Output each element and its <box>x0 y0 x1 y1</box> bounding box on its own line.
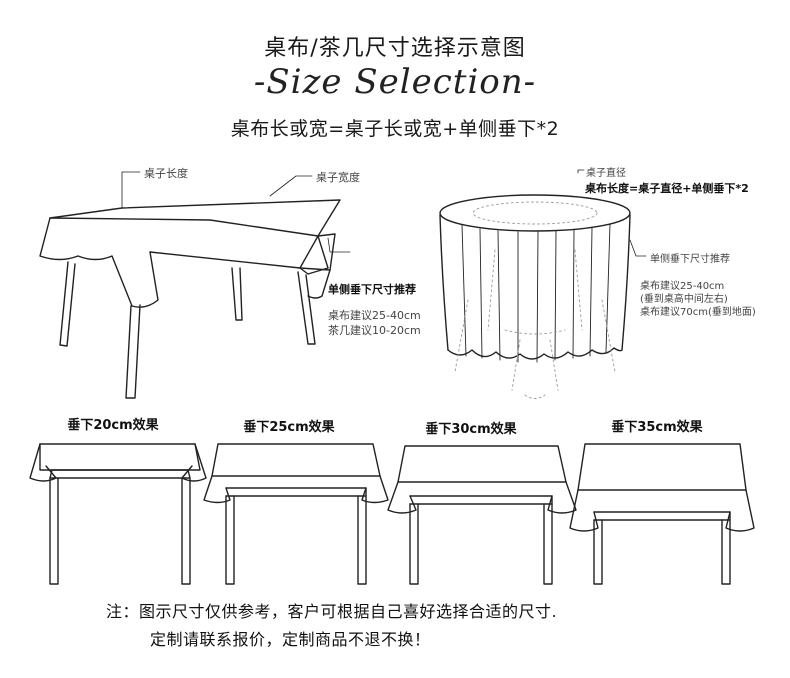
effect-caption-35cm: 垂下35cm效果 <box>611 420 703 435</box>
effect-caption-20cm: 垂下20cm效果 <box>67 418 159 433</box>
round-drop-line3: 桌布建议70cm(垂到地面) <box>640 307 756 318</box>
table-diameter-label: 桌子直径 <box>586 168 626 179</box>
rect-drop-heading: 单侧垂下尺寸推荐 <box>328 283 416 296</box>
effect-table-20cm <box>29 443 207 585</box>
round-drop-heading: 单侧垂下尺寸推荐 <box>650 254 730 265</box>
rect-table-drawing <box>39 199 341 399</box>
round-formula: 桌布长度=桌子直径+单侧垂下*2 <box>585 182 749 195</box>
rect-drop-coffee-table: 茶几建议10-20cm <box>328 324 421 337</box>
effect-table-35cm <box>569 443 755 585</box>
effect-caption-25cm: 垂下25cm效果 <box>243 420 335 435</box>
rect-drop-tablecloth: 桌布建议25-40cm <box>328 309 421 322</box>
round-drop-line1: 桌布建议25-40cm <box>640 281 725 292</box>
table-width-label: 桌子宽度 <box>316 171 360 184</box>
effect-caption-30cm: 垂下30cm效果 <box>425 422 517 437</box>
round-drop-line2: (垂到桌高中间左右) <box>640 294 728 305</box>
table-length-label: 桌子长度 <box>144 167 188 180</box>
size-formula: 桌布长或宽=桌子长或宽+单侧垂下*2 <box>230 118 560 140</box>
footer-note-line2: 定制请联系报价，定制商品不退不换！ <box>150 630 431 649</box>
footer-note-line1: 注：图示尺寸仅供参考，客户可根据自己喜好选择合适的尺寸. <box>106 602 558 621</box>
effect-table-30cm <box>387 445 577 585</box>
page-title: 桌布/茶几尺寸选择示意图 <box>264 36 526 61</box>
effect-table-25cm <box>203 443 389 585</box>
script-title: -Size Selection- <box>253 62 537 102</box>
round-table-drawing <box>439 194 631 399</box>
